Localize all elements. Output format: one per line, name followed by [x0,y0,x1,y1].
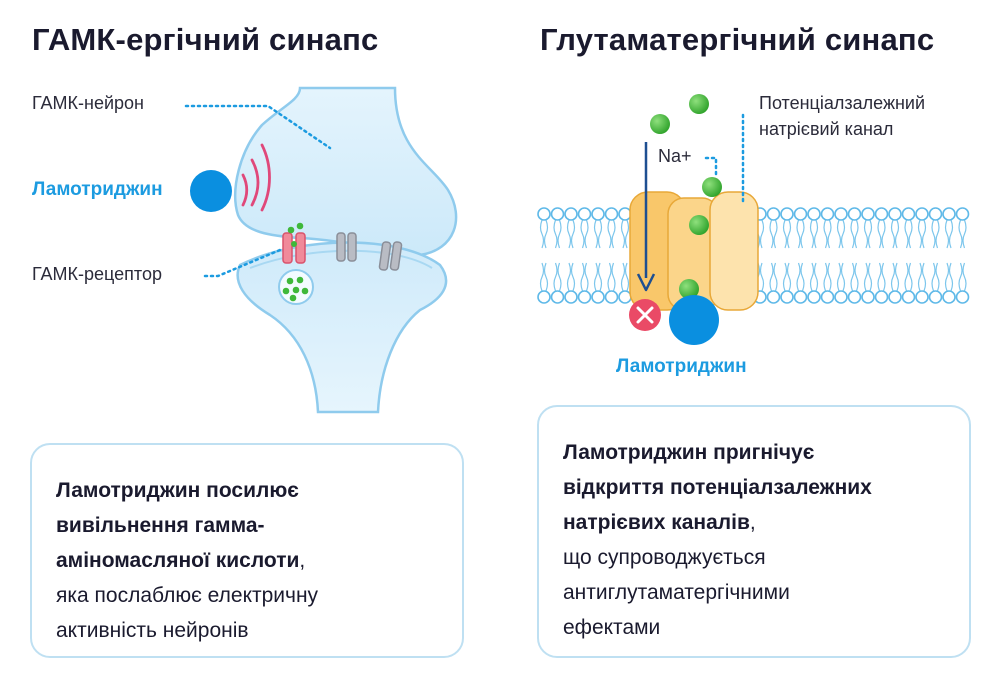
ion-flow-arrow [636,142,656,292]
dotted-leaders-right [704,113,745,207]
desc-line: натрієвих каналів [563,511,750,534]
presynaptic-neuron [234,86,458,257]
desc-line: антиглутаматергічними [563,581,790,604]
gray-receptor-1 [336,232,357,262]
desc-line: ефектами [563,616,661,639]
desc-line: активність нейронів [56,619,249,642]
postsynaptic-neuron [236,241,448,414]
left-description: Ламотриджин посилює вивільнення гамма- а… [56,473,438,648]
desc-line: аміномасляної кислоти [56,549,300,572]
desc-comma: , [749,511,756,534]
right-description: Ламотриджин пригнічує відкриття потенціа… [563,435,945,645]
channel-label-line: Потенціалзалежний [759,93,926,113]
x-mark-icon [629,299,661,331]
left-title: ГАМК-ергічний синапс [32,22,379,57]
drug-label-left: Ламотриджин [32,179,163,200]
gray-receptor-2 [378,241,403,271]
drug-circle-right [669,295,719,345]
desc-line: відкриття потенціалзалежних [563,476,872,499]
gaba-receptor [282,222,306,264]
desc-line: яка послаблює електричну [56,584,319,607]
right-description-box: Ламотриджин пригнічує відкриття потенціа… [537,405,971,658]
gaba-receptor-label: ГАМК-рецептор [32,264,162,284]
channel-label-line: натрієвий канал [759,119,894,139]
right-title: Глутаматергічний синапс [540,22,935,57]
drug-circle-left [190,170,232,212]
desc-line: Ламотриджин пригнічує [563,441,815,464]
channel-label: Потенціалзалежний натрієвий канал [759,90,925,142]
desc-comma: , [299,549,306,572]
sodium-ion-label: Na+ [658,146,692,166]
gaba-neuron-label: ГАМК-нейрон [32,93,144,113]
sodium-ions [650,94,722,299]
dotted-leaders-left [184,104,332,278]
drug-label-right: Ламотриджин [616,356,747,377]
desc-line: Ламотриджин посилює [56,479,299,502]
left-description-box: Ламотриджин посилює вивільнення гамма- а… [30,443,464,658]
desc-line: вивільнення гамма- [56,514,265,537]
desc-line: що супроводжується [563,546,766,569]
signal-waves [241,143,271,212]
synaptic-vesicle [278,269,314,305]
